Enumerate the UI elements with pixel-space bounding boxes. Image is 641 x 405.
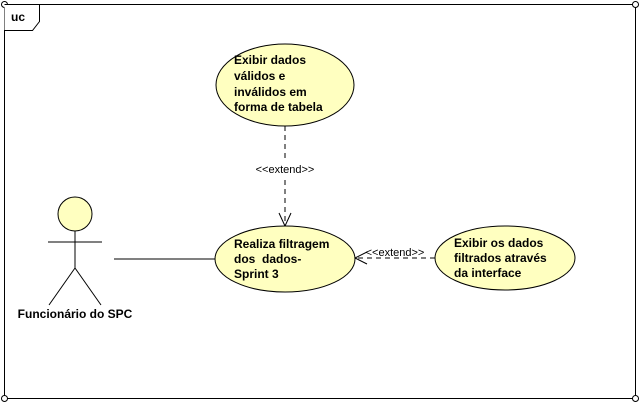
use-case-label-line: Exibir dados xyxy=(234,53,306,67)
actor-leg-left xyxy=(48,267,76,306)
use-case-exibir-filtrados[interactable]: Exibir os dados filtrados através da int… xyxy=(434,225,576,291)
extend-label-right: <<extend>> xyxy=(366,247,425,259)
use-case-exibir-tabela[interactable]: Exibir dados válidos e inválidos em form… xyxy=(215,43,355,127)
use-case-label-line: filtrados através xyxy=(454,251,547,265)
frame-tag-box xyxy=(4,4,40,31)
actor-head xyxy=(57,196,93,232)
actor-leg-right xyxy=(74,267,102,306)
use-case-ellipse xyxy=(215,43,355,127)
use-case-realiza-filtragem[interactable]: Realiza filtragem dos dados- Sprint 3 xyxy=(214,225,356,293)
use-case-ellipse xyxy=(214,225,356,293)
extend-label-top: <<extend>> xyxy=(256,164,315,176)
use-case-ellipse xyxy=(434,225,576,291)
actor-name: Funcionário do SPC xyxy=(18,307,133,321)
use-case-label-line: forma de tabela xyxy=(234,100,323,114)
extend-label-bg-top xyxy=(252,161,318,176)
use-case-label-line: da interface xyxy=(454,266,522,280)
use-case-label-line: Realiza filtragem xyxy=(234,237,329,251)
use-case-label-line: dos dados- xyxy=(234,252,301,266)
use-case-label-line: Sprint 3 xyxy=(234,267,279,281)
use-case-label-line: válidos e xyxy=(234,69,286,83)
actor-funcionario[interactable]: Funcionário do SPC xyxy=(18,196,133,321)
use-case-label-line: inválidos em xyxy=(234,85,307,99)
frame-tag-label: uc xyxy=(11,10,25,24)
use-case-label-line: Exibir os dados xyxy=(454,236,544,250)
